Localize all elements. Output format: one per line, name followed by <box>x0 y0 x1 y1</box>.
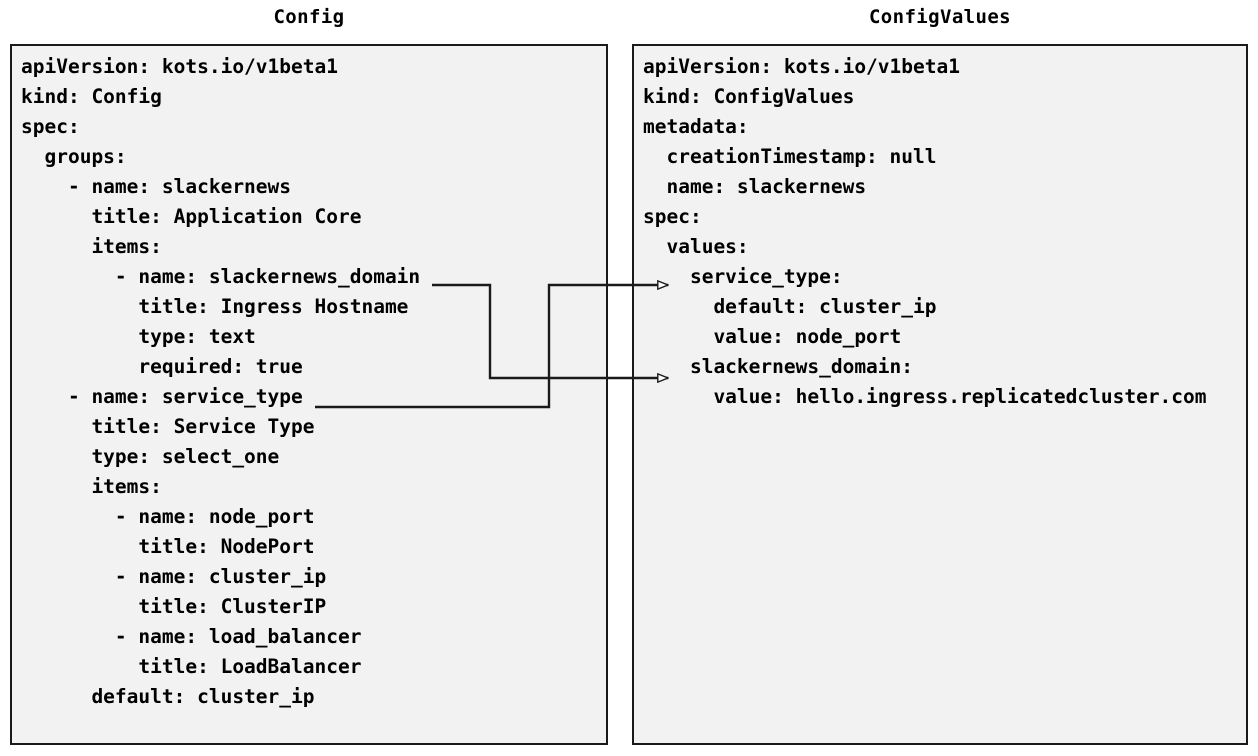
configvalues-yaml-text: apiVersion: kots.io/v1beta1 kind: Config… <box>643 55 1207 408</box>
config-yaml-text: apiVersion: kots.io/v1beta1 kind: Config… <box>21 55 421 708</box>
config-panel-title: Config <box>273 6 345 28</box>
configvalues-panel-title: ConfigValues <box>868 6 1012 28</box>
config-panel: apiVersion: kots.io/v1beta1 kind: Config… <box>10 44 608 745</box>
configvalues-panel: apiVersion: kots.io/v1beta1 kind: Config… <box>632 44 1248 745</box>
